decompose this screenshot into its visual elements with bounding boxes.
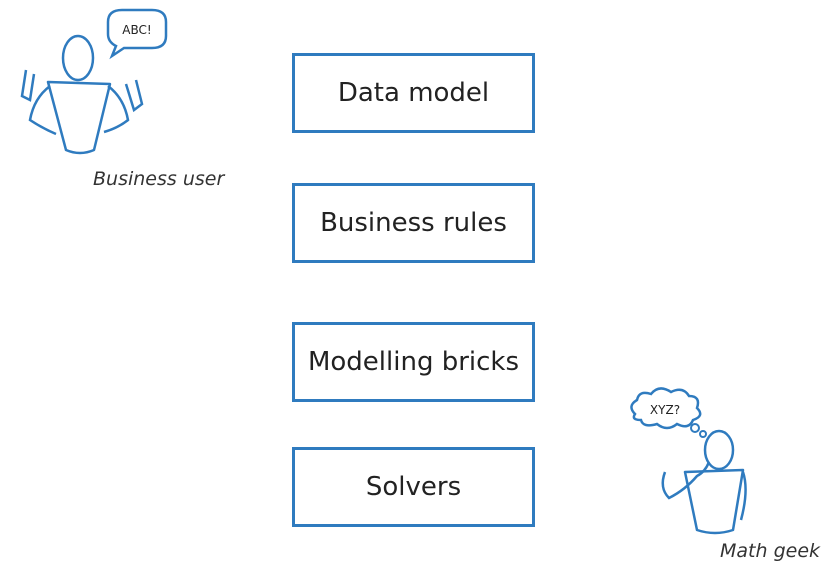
business-user-head <box>61 34 95 82</box>
speech-bubble-text: ABC! <box>122 23 151 37</box>
business-user-left-arm <box>28 85 57 136</box>
thought-bubble-icon: XYZ? <box>630 387 707 438</box>
business-user-caption: Business user <box>93 168 225 190</box>
business-rules-box: Business rules <box>292 183 535 263</box>
business-user-figure: ABC! <box>20 8 168 155</box>
math-geek-caption: Math geek <box>720 540 821 562</box>
speech-bubble-icon: ABC! <box>106 8 168 60</box>
math-geek-arm <box>661 461 711 500</box>
business-user-right-arm <box>103 85 130 134</box>
math-geek-head <box>703 429 735 471</box>
modelling-bricks-box: Modelling bricks <box>292 322 535 402</box>
data-model-box: Data model <box>292 53 535 133</box>
math-geek-figure: XYZ? <box>630 387 747 535</box>
business-user-body <box>46 80 112 155</box>
thought-bubble-text: XYZ? <box>650 403 680 417</box>
math-geek-body <box>683 468 745 535</box>
solvers-box: Solvers <box>292 447 535 527</box>
